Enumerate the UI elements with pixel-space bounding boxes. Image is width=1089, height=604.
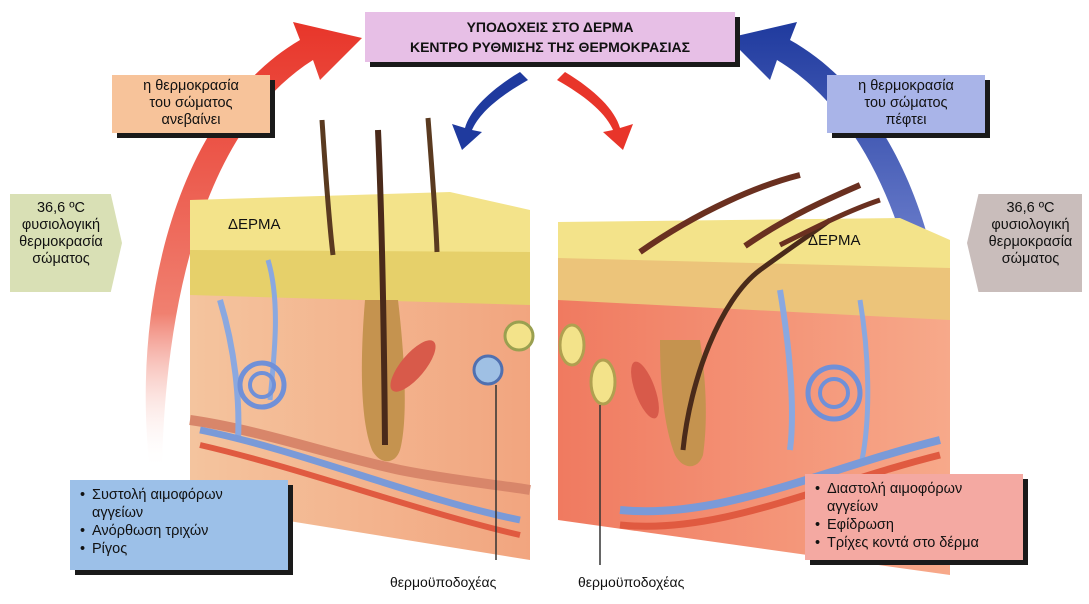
title-line-1: ΥΠΟΔΟΧΕΙΣ ΣΤΟ ΔΕΡΜΑ (365, 17, 735, 37)
receptor-label-right: θερμοϋποδοχέας (578, 574, 684, 590)
cold-response-item-3: Ρίγος (78, 540, 280, 558)
right-temp-line-3: θερμοκρασία (979, 234, 1082, 251)
temperature-falls-box: η θερμοκρασία του σώματος πέφτει (827, 75, 985, 133)
title-box: ΥΠΟΔΟΧΕΙΣ ΣΤΟ ΔΕΡΜΑ ΚΕΝΤΡΟ ΡΥΘΜΙΣΗΣ ΤΗΣ … (365, 12, 735, 62)
blue-center-arrow (452, 72, 528, 150)
normal-temperature-left: 36,6 ºC φυσιολογική θερμοκρασία σώματος (10, 194, 122, 292)
normal-temperature-right: 36,6 ºC φυσιολογική θερμοκρασία σώματος (967, 194, 1082, 292)
receptor-label-left: θερμοϋποδοχέας (390, 574, 496, 590)
skin-label-left: ΔΕΡΜΑ (228, 216, 281, 233)
right-temp-value: 36,6 ºC (979, 200, 1082, 217)
fall-line-3: πέφτει (827, 112, 985, 129)
right-temp-line-4: σώματος (979, 251, 1082, 268)
rise-line-3: ανεβαίνει (112, 112, 270, 129)
left-temp-line-2: φυσιολογική (10, 217, 112, 234)
left-temp-value: 36,6 ºC (10, 200, 112, 217)
left-temp-line-3: θερμοκρασία (10, 234, 112, 251)
temperature-rises-box: η θερμοκρασία του σώματος ανεβαίνει (112, 75, 270, 133)
cold-response-item-2: Ανόρθωση τριχών (78, 522, 280, 540)
fall-line-1: η θερμοκρασία (827, 78, 985, 95)
heat-response-item-3: Τρίχες κοντά στο δέρμα (813, 534, 1015, 552)
skin-label-right: ΔΕΡΜΑ (808, 232, 861, 249)
title-line-2: ΚΕΝΤΡΟ ΡΥΘΜΙΣΗΣ ΤΗΣ ΘΕΡΜΟΚΡΑΣΙΑΣ (365, 37, 735, 57)
rise-line-1: η θερμοκρασία (112, 78, 270, 95)
red-center-arrow (557, 72, 633, 150)
left-temp-line-4: σώματος (10, 251, 112, 268)
heat-response-item-2: Εφίδρωση (813, 516, 1015, 534)
fall-line-2: του σώματος (827, 95, 985, 112)
rise-line-2: του σώματος (112, 95, 270, 112)
right-temp-line-2: φυσιολογική (979, 217, 1082, 234)
